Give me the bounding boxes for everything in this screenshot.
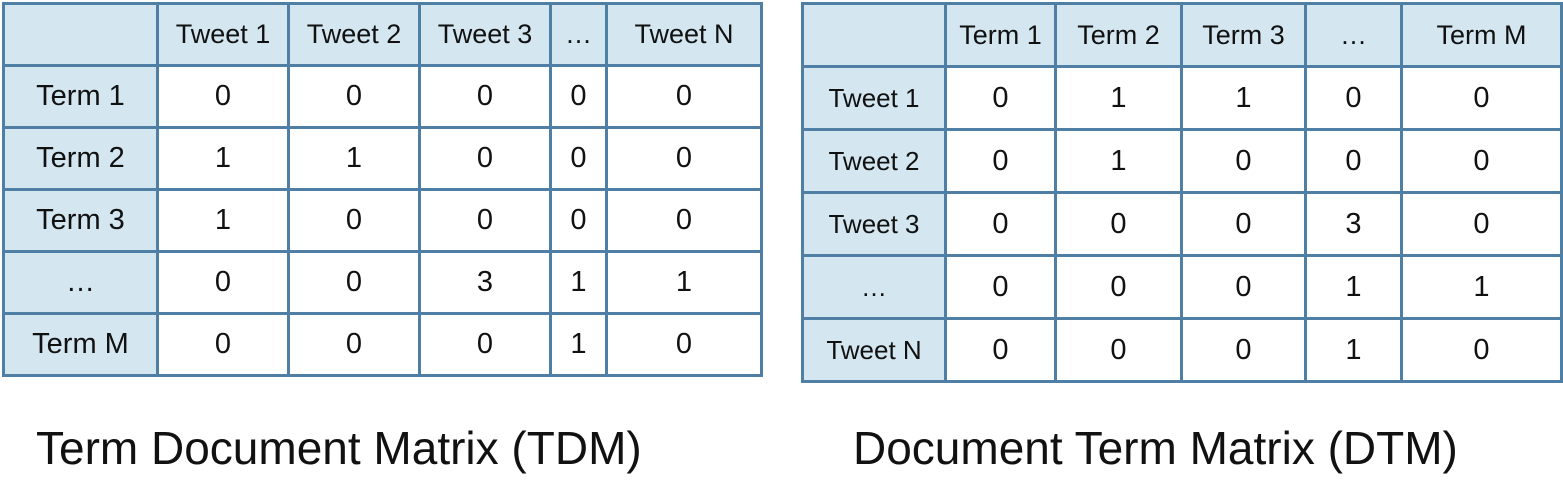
tdm-column-header: … — [549, 2, 608, 67]
tdm-row: Term 2 1 1 0 0 0 — [2, 126, 763, 191]
tdm-cell: 0 — [549, 64, 608, 129]
tdm-cell: 0 — [605, 126, 763, 191]
dtm-column-header: … — [1304, 2, 1403, 68]
dtm-caption: Document Term Matrix (DTM) — [853, 422, 1458, 474]
tdm-caption: Term Document Matrix (TDM) — [36, 422, 642, 474]
tdm-cell: 0 — [605, 188, 763, 253]
tdm-cell: 1 — [156, 188, 290, 253]
tdm-row-header: Term 2 — [2, 126, 159, 191]
tdm-cell: 0 — [287, 250, 421, 315]
dtm-cell: 0 — [1400, 191, 1563, 257]
dtm-row: … 0 0 0 1 1 — [801, 254, 1563, 320]
dtm-row: Tweet 2 0 1 0 0 0 — [801, 128, 1563, 194]
tdm-cell: 0 — [418, 64, 552, 129]
dtm-row-header: … — [801, 254, 947, 320]
dtm-cell: 0 — [1400, 317, 1563, 383]
tdm-cell: 0 — [549, 188, 608, 253]
tdm-row-header: … — [2, 250, 159, 315]
tdm-block: Tweet 1 Tweet 2 Tweet 3 … Tweet N Term 1… — [2, 2, 763, 377]
dtm-corner-cell — [801, 2, 947, 68]
tdm-column-header: Tweet 1 — [156, 2, 290, 67]
dtm-cell: 0 — [1180, 317, 1307, 383]
dtm-cell: 0 — [944, 317, 1057, 383]
tdm-cell: 1 — [549, 250, 608, 315]
dtm-row: Tweet N 0 0 0 1 0 — [801, 317, 1563, 383]
tdm-row: Term 3 1 0 0 0 0 — [2, 188, 763, 253]
tdm-column-header: Tweet N — [605, 2, 763, 67]
tdm-row-header: Term M — [2, 312, 159, 377]
tdm-cell: 0 — [418, 312, 552, 377]
dtm-cell: 0 — [1054, 317, 1183, 383]
dtm-row-header: Tweet 3 — [801, 191, 947, 257]
tdm-table: Tweet 1 Tweet 2 Tweet 3 … Tweet N Term 1… — [2, 2, 763, 377]
dtm-cell: 0 — [1304, 128, 1403, 194]
dtm-cell: 0 — [1400, 65, 1563, 131]
dtm-cell: 0 — [1054, 254, 1183, 320]
dtm-row-header: Tweet N — [801, 317, 947, 383]
dtm-column-header: Term 2 — [1054, 2, 1183, 68]
dtm-cell: 1 — [1054, 128, 1183, 194]
dtm-header-row: Term 1 Term 2 Term 3 … Term M — [801, 2, 1563, 68]
tdm-row: Term M 0 0 0 1 0 — [2, 312, 763, 377]
dtm-column-header: Term 3 — [1180, 2, 1307, 68]
tdm-row-header: Term 3 — [2, 188, 159, 253]
dtm-cell: 0 — [1400, 128, 1563, 194]
dtm-cell: 0 — [944, 254, 1057, 320]
tdm-cell: 0 — [605, 312, 763, 377]
tdm-row: … 0 0 3 1 1 — [2, 250, 763, 315]
tdm-cell: 0 — [605, 64, 763, 129]
tdm-cell: 1 — [605, 250, 763, 315]
tdm-column-header: Tweet 2 — [287, 2, 421, 67]
dtm-column-header: Term M — [1400, 2, 1563, 68]
tdm-corner-cell — [2, 2, 159, 67]
tdm-cell: 0 — [418, 126, 552, 191]
dtm-column-header: Term 1 — [944, 2, 1057, 68]
dtm-cell: 0 — [1180, 254, 1307, 320]
dtm-cell: 1 — [1180, 65, 1307, 131]
tdm-row: Term 1 0 0 0 0 0 — [2, 64, 763, 129]
dtm-row: Tweet 3 0 0 0 3 0 — [801, 191, 1563, 257]
tdm-header-row: Tweet 1 Tweet 2 Tweet 3 … Tweet N — [2, 2, 763, 67]
dtm-cell: 0 — [1054, 191, 1183, 257]
tdm-cell: 0 — [156, 64, 290, 129]
dtm-cell: 0 — [944, 65, 1057, 131]
dtm-cell: 0 — [1180, 128, 1307, 194]
tdm-cell: 3 — [418, 250, 552, 315]
dtm-cell: 0 — [1180, 191, 1307, 257]
tdm-cell: 1 — [287, 126, 421, 191]
dtm-cell: 0 — [1304, 65, 1403, 131]
tdm-cell: 0 — [287, 64, 421, 129]
tdm-row-header: Term 1 — [2, 64, 159, 129]
dtm-row-header: Tweet 2 — [801, 128, 947, 194]
tdm-cell: 0 — [156, 312, 290, 377]
dtm-block: Term 1 Term 2 Term 3 … Term M Tweet 1 0 … — [801, 2, 1563, 383]
tdm-cell: 0 — [156, 250, 290, 315]
dtm-cell: 0 — [944, 128, 1057, 194]
dtm-cell: 1 — [1054, 65, 1183, 131]
dtm-row: Tweet 1 0 1 1 0 0 — [801, 65, 1563, 131]
dtm-cell: 0 — [944, 191, 1057, 257]
tdm-cell: 0 — [287, 188, 421, 253]
tdm-column-header: Tweet 3 — [418, 2, 552, 67]
dtm-cell: 1 — [1304, 317, 1403, 383]
dtm-cell: 1 — [1304, 254, 1403, 320]
tdm-cell: 0 — [549, 126, 608, 191]
tdm-cell: 0 — [287, 312, 421, 377]
dtm-table: Term 1 Term 2 Term 3 … Term M Tweet 1 0 … — [801, 2, 1563, 383]
dtm-cell: 1 — [1400, 254, 1563, 320]
dtm-cell: 3 — [1304, 191, 1403, 257]
tdm-cell: 1 — [549, 312, 608, 377]
dtm-row-header: Tweet 1 — [801, 65, 947, 131]
tdm-cell: 0 — [418, 188, 552, 253]
tdm-cell: 1 — [156, 126, 290, 191]
